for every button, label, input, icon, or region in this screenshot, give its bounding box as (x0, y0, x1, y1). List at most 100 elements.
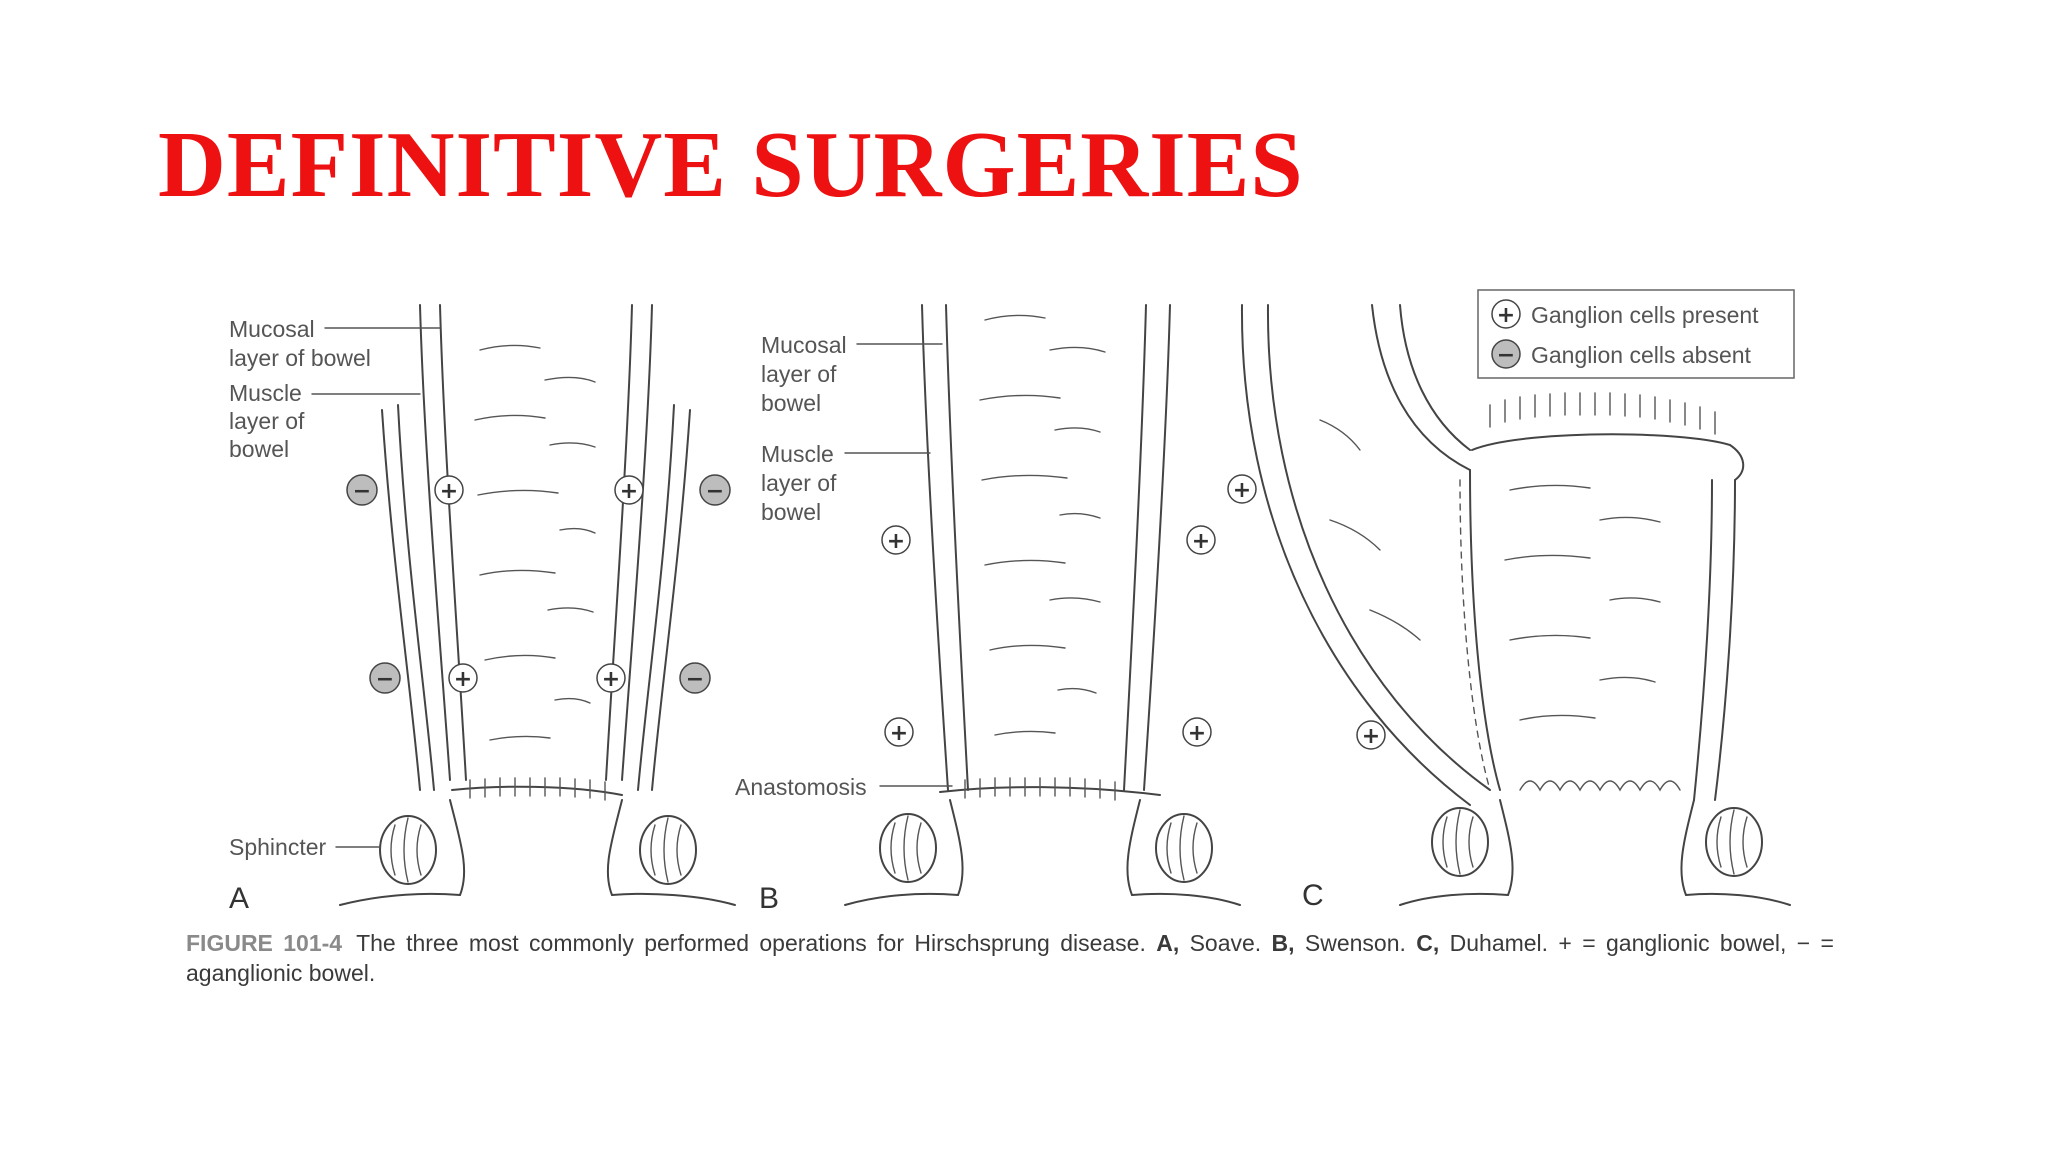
minus-marker: − (699, 474, 731, 506)
panel-c-staple-line (1459, 479, 1491, 791)
caption-a-text: Soave. (1179, 930, 1272, 956)
label-muscle-a: Muscle layer of bowel (229, 380, 311, 462)
caption-b-label: B, (1271, 930, 1295, 956)
panel-letter-a: A (229, 882, 249, 915)
plus-marker: + (1356, 720, 1386, 750)
label-mucosal-b: Mucosal layer of bowel (761, 332, 853, 416)
plus-marker: + (1186, 525, 1216, 555)
svg-text:+: + (440, 479, 458, 504)
panel-a-right-bowel-wall-outer (621, 304, 653, 781)
panel-b-right-wall-inner (1123, 304, 1147, 791)
svg-text:−: − (1497, 343, 1515, 368)
minus-marker: − (679, 662, 711, 694)
label-sphincter: Sphincter (229, 834, 327, 860)
panel-b-mucosal-folds (979, 314, 1106, 736)
panel-b-swenson (844, 304, 1241, 906)
svg-text:+: + (454, 667, 472, 692)
panel-c-duhamel (1240, 304, 1791, 906)
panel-b-skin (844, 892, 1241, 906)
panel-a-left-bowel-wall-inner (439, 304, 467, 781)
svg-text:−: − (376, 667, 394, 692)
caption-figure-label: FIGURE 101-4 (186, 930, 343, 956)
plus-marker: + (448, 663, 478, 693)
panel-c-native-rectum-outer (1240, 304, 1471, 806)
svg-text:+: + (1192, 529, 1210, 554)
panel-letter-c: C (1302, 879, 1324, 912)
minus-marker: − (369, 662, 401, 694)
plus-marker: + (881, 525, 911, 555)
panel-b-sutures (964, 777, 1116, 801)
panel-c-dentate-wavy (1519, 780, 1681, 792)
label-muscle-b: Muscle layer of bowel (761, 441, 843, 525)
caption-b-text: Swenson. (1294, 930, 1417, 956)
svg-text:−: − (353, 479, 371, 504)
panel-c-left-sphincter (1431, 807, 1489, 877)
panel-a-right-cuff-inner (637, 404, 675, 791)
panel-b-left-sphincter (879, 813, 937, 883)
panel-a-left-cuff-outer (381, 409, 421, 791)
panel-a-right-bowel-wall-inner (605, 304, 633, 781)
plus-marker: + (1182, 717, 1212, 747)
legend-minus-marker: − (1491, 339, 1521, 369)
caption-c-label: C, (1416, 930, 1440, 956)
svg-text:+: + (1362, 724, 1380, 749)
panel-letter-b: B (759, 882, 779, 915)
panel-a-soave (311, 304, 736, 906)
panel-c-mucosal-folds (1319, 419, 1661, 721)
plus-marker: + (884, 717, 914, 747)
panel-b-left-wall-outer (921, 304, 949, 791)
panel-b-right-wall-outer (1143, 304, 1171, 791)
panel-c-right-wall-inner (1693, 479, 1713, 801)
panel-a-anal-canal (449, 799, 623, 896)
legend: + Ganglion cells present − Ganglion cell… (1477, 289, 1795, 379)
panel-a-left-bowel-wall-outer (419, 304, 451, 781)
panel-c-skin (1399, 892, 1791, 906)
svg-text:+: + (602, 667, 620, 692)
caption-a-label: A, (1156, 930, 1180, 956)
panel-a-anastomosis-line (451, 785, 623, 796)
svg-text:+: + (1497, 303, 1515, 328)
panel-a-left-sphincter (379, 815, 437, 885)
plus-marker: + (614, 475, 644, 505)
panel-c-anal-canal (1499, 799, 1695, 896)
svg-text:+: + (1233, 478, 1251, 503)
svg-text:+: + (887, 529, 905, 554)
label-anastomosis: Anastomosis (735, 774, 867, 800)
panel-b-left-wall-inner (945, 304, 969, 791)
legend-absent-label: Ganglion cells absent (1531, 342, 1752, 368)
panel-c-pulled-colon-outer (1371, 304, 1471, 471)
panel-a-skin (339, 892, 736, 906)
svg-text:+: + (890, 721, 908, 746)
panel-b-anastomosis-line (939, 786, 1161, 796)
slide-title: DEFINITIVE SURGERIES (158, 113, 1304, 217)
legend-plus-marker: + (1491, 299, 1521, 329)
panel-c-stump-sutures (1489, 392, 1716, 435)
label-mucosal-a: Mucosal layer of bowel (229, 316, 371, 371)
legend-present-label: Ganglion cells present (1531, 302, 1759, 328)
plus-marker: + (1227, 474, 1257, 504)
panel-c-right-wall-outer (1714, 479, 1736, 801)
panel-a-left-cuff-inner (397, 404, 435, 791)
panel-c-common-wall (1469, 469, 1501, 791)
panel-c-native-rectum-inner (1266, 304, 1491, 791)
panel-a-mucosal-folds (474, 344, 596, 741)
minus-marker: − (346, 474, 378, 506)
plus-marker: + (434, 475, 464, 505)
panel-a-right-cuff-outer (651, 409, 691, 791)
caption-text-1: The three most commonly performed operat… (356, 930, 1157, 956)
legend-box (1477, 289, 1795, 379)
panel-a-sutures (469, 777, 606, 801)
figure-caption: FIGURE 101-4 The three most commonly perf… (186, 928, 1834, 988)
svg-text:+: + (620, 479, 638, 504)
panel-c-right-sphincter (1705, 807, 1763, 877)
panel-c-pulled-colon-inner (1399, 304, 1471, 451)
svg-text:+: + (1188, 721, 1206, 746)
panel-b-right-sphincter (1155, 813, 1213, 883)
caption-c-text: Duhamel. + = ganglionic bowel, − = agang… (186, 930, 1834, 986)
panel-c-rectal-stump (1471, 433, 1745, 481)
panel-a-right-sphincter (639, 815, 697, 885)
panel-b-anal-canal (949, 799, 1141, 896)
svg-text:−: − (686, 667, 704, 692)
plus-marker: + (596, 663, 626, 693)
